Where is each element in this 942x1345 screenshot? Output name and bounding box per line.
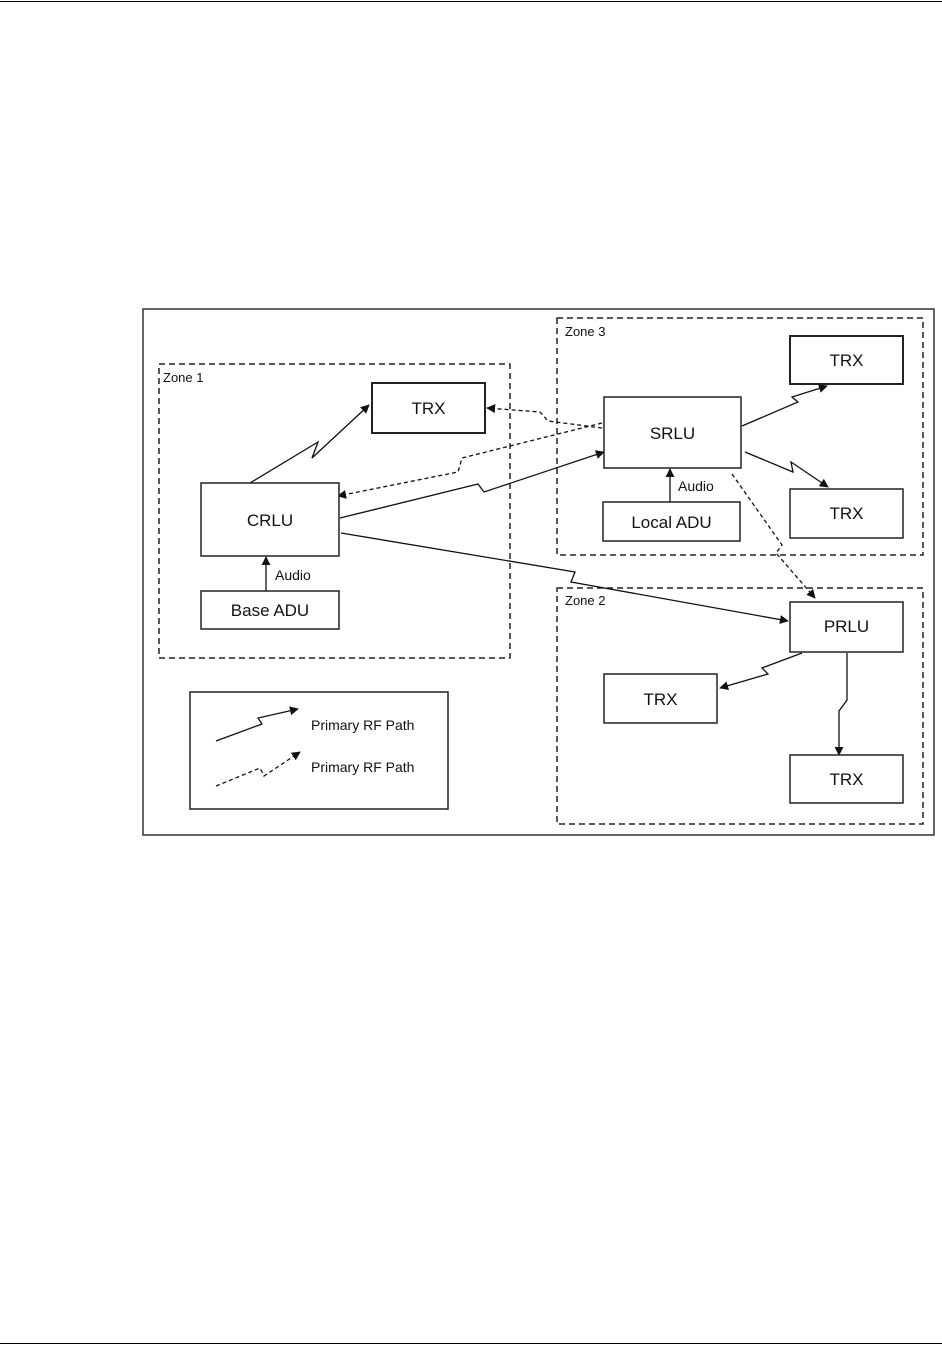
svg-text:PRLU: PRLU [824, 617, 869, 636]
node-trx-zone3-bottom[interactable]: TRX [790, 489, 903, 538]
node-srlu[interactable]: SRLU [604, 397, 741, 468]
legend-dashed-label: Primary RF Path [311, 759, 414, 775]
svg-text:Local ADU: Local ADU [631, 513, 711, 532]
node-local-adu[interactable]: Local ADU [603, 502, 740, 541]
node-trx-zone2-bottom[interactable]: TRX [790, 755, 903, 803]
node-crlu[interactable]: CRLU [201, 483, 339, 556]
zone-1-label: Zone 1 [163, 370, 203, 385]
legend: Primary RF Path Primary RF Path [190, 692, 448, 809]
svg-text:SRLU: SRLU [650, 424, 695, 443]
svg-text:TRX: TRX [830, 351, 864, 370]
audio-label-base: Audio [275, 567, 311, 583]
node-trx-zone1[interactable]: TRX [372, 383, 485, 433]
svg-text:TRX: TRX [830, 770, 864, 789]
zone-2-label: Zone 2 [565, 593, 605, 608]
node-prlu[interactable]: PRLU [790, 602, 903, 652]
node-trx-zone2-left[interactable]: TRX [604, 674, 717, 723]
svg-text:Base ADU: Base ADU [231, 601, 309, 620]
audio-label-local: Audio [678, 478, 714, 494]
node-base-adu[interactable]: Base ADU [201, 591, 339, 629]
svg-text:TRX: TRX [412, 399, 446, 418]
legend-solid-label: Primary RF Path [311, 717, 414, 733]
svg-text:TRX: TRX [644, 690, 678, 709]
svg-text:TRX: TRX [830, 504, 864, 523]
zone-3-label: Zone 3 [565, 324, 605, 339]
svg-text:CRLU: CRLU [247, 511, 293, 530]
node-trx-zone3-top[interactable]: TRX [790, 336, 903, 384]
